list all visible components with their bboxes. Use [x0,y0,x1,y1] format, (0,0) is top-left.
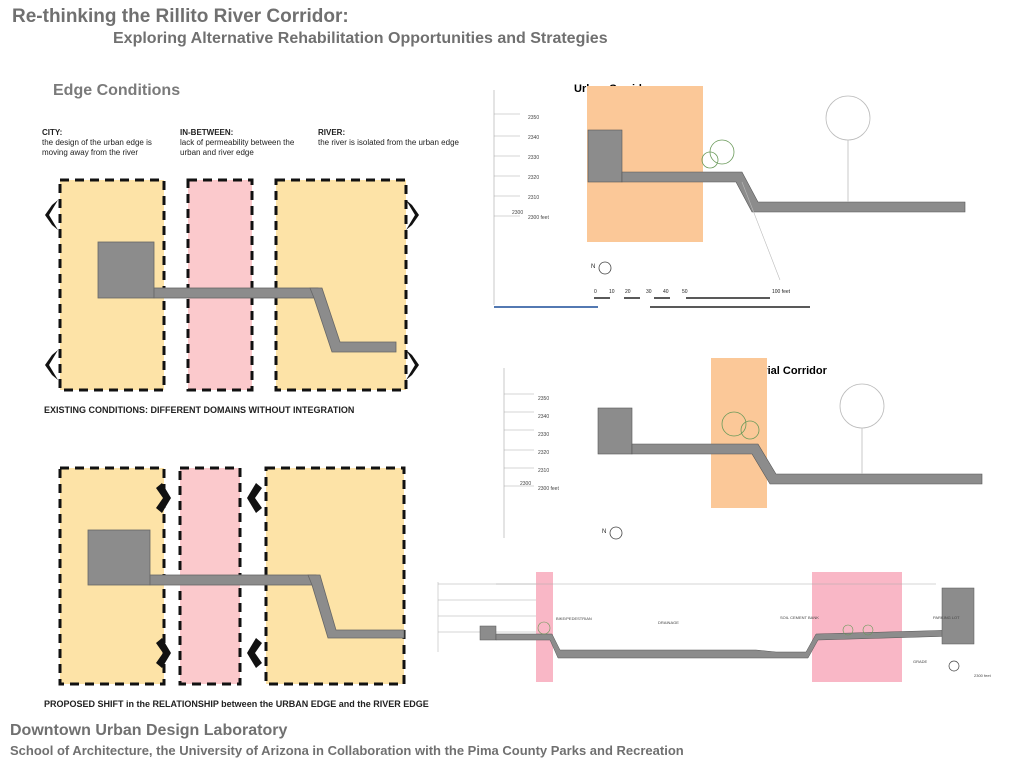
between-label: IN-BETWEEN: lack of permeability between… [180,128,305,158]
scale-tick: 20 [625,289,631,295]
bottom-label: 2300 feet [974,673,991,678]
vegetation-icons [721,383,885,474]
scale-tick: 50 [682,289,688,295]
river-long-section [437,572,975,682]
elev: 2350 [538,396,550,402]
urban-elevation-labels: 2350 2340 2330 2320 2310 2300 feet [528,108,549,228]
scale-tick: 30 [646,289,652,295]
city-title: CITY: [42,128,63,137]
outward-arrow-icons [45,200,419,380]
footer-credit: School of Architecture, the University o… [10,743,684,758]
elev: 2310 [528,195,540,201]
north-arrow-icon [948,660,960,672]
elev: 2300 feet [528,215,549,221]
terrain-profile [587,129,966,213]
city-text: the design of the urban edge is moving a… [42,138,152,157]
elev: 2300 feet [538,486,559,492]
page-title: Re-thinking the Rillito River Corridor: [12,6,349,27]
vegetation-icons [537,621,874,636]
terrain-profile [479,587,975,659]
elev: 2340 [528,135,540,141]
elev: 2350 [528,115,540,121]
section-highlight [812,572,902,682]
existing-caption: EXISTING CONDITIONS: DIFFERENT DOMAINS W… [44,405,355,415]
between-domain-box [186,178,254,392]
north-arrow-icon [609,526,623,540]
elev: 2340 [538,414,550,420]
between-title: IN-BETWEEN: [180,128,234,137]
river-text: the river is isolated from the urban edg… [318,138,459,147]
vegetation-icons [701,95,871,202]
elev: 2310 [538,468,550,474]
between-text: lack of permeability between the urban a… [180,138,295,157]
urban-north-label: N [591,264,596,270]
edge-conditions-heading: Edge Conditions [53,82,181,99]
scale-tick: 40 [663,289,669,295]
terrain-profile [597,407,983,485]
bottom-label: SOIL CEMENT BANK [780,615,819,620]
edge-profile [97,241,397,353]
elev: 2330 [528,155,540,161]
inward-arrow-icons [156,483,262,668]
scale-tick: 100 feet [772,289,791,295]
city-label: CITY: the design of the urban edge is mo… [42,128,167,158]
fluvial-north-label: N [602,529,607,535]
fluvial-highlight [711,358,767,508]
elev: 2330 [538,432,550,438]
proposed-caption: PROPOSED SHIFT in the RELATIONSHIP betwe… [44,699,429,709]
bottom-label: PARKING LOT [933,615,960,620]
urban-elev-left: 2300 [512,210,524,216]
scale-tick: 10 [609,289,615,295]
river-title: RIVER: [318,128,346,137]
fluvial-corridor-section [503,358,983,540]
elev: 2320 [528,175,540,181]
edge-profile [87,529,405,639]
north-arrow-icon [598,261,612,275]
footer-lab: Downtown Urban Design Laboratory [10,722,288,739]
urban-corridor-section [493,86,966,308]
page-subtitle: Exploring Alternative Rehabilitation Opp… [113,30,608,47]
fluvial-elevation-labels: 2350 2340 2330 2320 2310 2300 feet [538,390,559,498]
bottom-label: GRADE [913,659,928,664]
proposed-shift-diagram [58,466,406,686]
river-domain-box [274,178,408,392]
bottom-label: DRAINAGE [658,620,679,625]
elev: 2320 [538,450,550,456]
river-label: RIVER: the river is isolated from the ur… [318,128,478,148]
existing-conditions-diagram [45,178,419,392]
bottom-label: BIKE/PEDESTRIAN [556,616,592,621]
fluvial-elev-left: 2300 [520,481,532,487]
section-highlight [536,572,553,682]
scale-tick: 0 [594,289,597,295]
